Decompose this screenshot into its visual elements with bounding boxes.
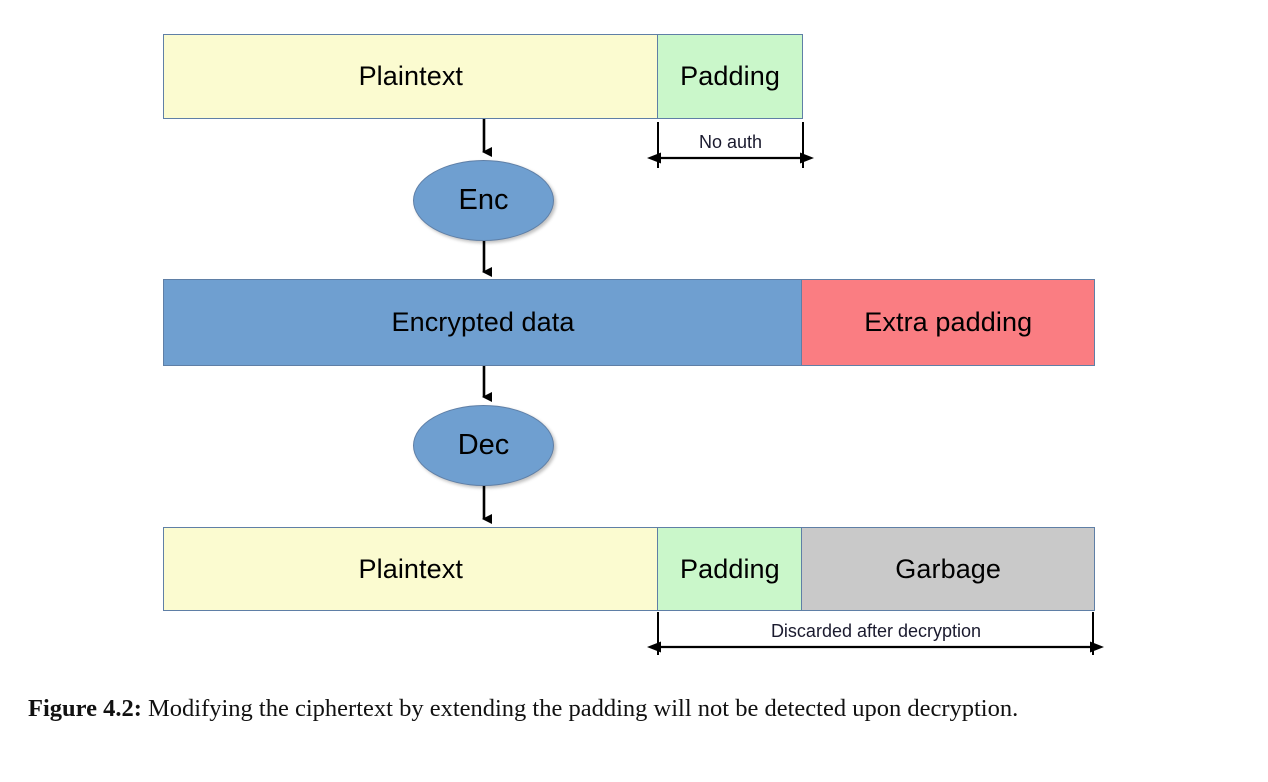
padding-oracle-diagram: Plaintext Padding Encrypted data Extra p… bbox=[163, 34, 1104, 655]
figure-caption-label: Figure 4.2: bbox=[28, 695, 142, 722]
segment-extra-padding: Extra padding bbox=[801, 279, 1095, 366]
figure-caption-text: Modifying the ciphertext by extending th… bbox=[148, 695, 1019, 722]
node-dec: Dec bbox=[413, 405, 554, 486]
segment-encrypted-data: Encrypted data bbox=[163, 279, 803, 366]
segment-padding-top: Padding bbox=[657, 34, 803, 119]
row-ciphertext: Encrypted data Extra padding bbox=[163, 279, 1095, 366]
annotation-discarded-after-decryption: Discarded after decryption bbox=[770, 621, 982, 641]
row-plaintext-before-encryption: Plaintext Padding bbox=[163, 34, 803, 119]
segment-plaintext-bottom: Plaintext bbox=[163, 527, 659, 611]
segment-padding-bottom: Padding bbox=[656, 527, 803, 611]
segment-plaintext-top: Plaintext bbox=[163, 34, 659, 119]
segment-garbage: Garbage bbox=[801, 527, 1095, 611]
row-plaintext-after-decryption: Plaintext Padding Garbage bbox=[163, 527, 1095, 611]
node-enc: Enc bbox=[413, 160, 554, 241]
annotation-no-auth: No auth bbox=[698, 132, 763, 152]
figure-caption: Figure 4.2: Modifying the ciphertext by … bbox=[28, 693, 1243, 725]
